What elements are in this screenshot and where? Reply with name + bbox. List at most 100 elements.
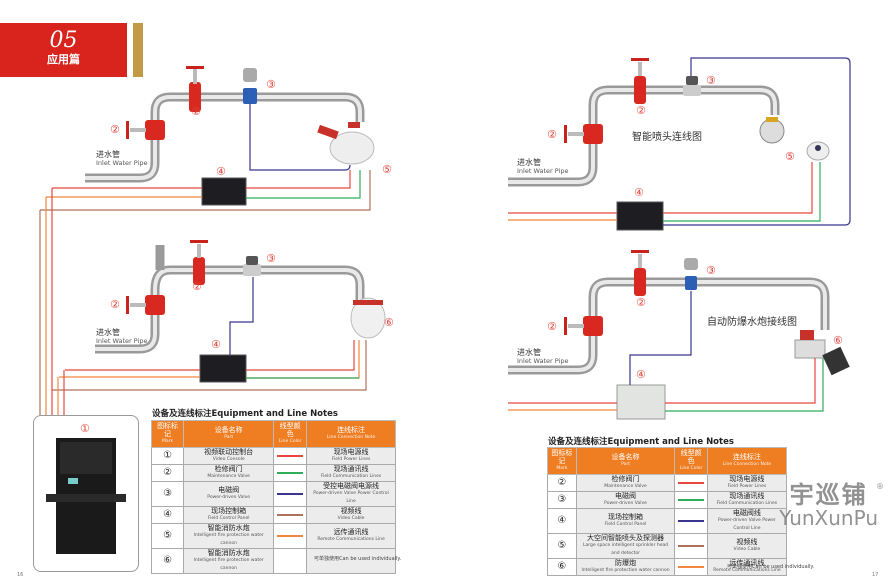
right-top-diagram [508, 57, 851, 231]
line-color-cell [273, 523, 308, 549]
mark-solenoid-valve: ③ [706, 74, 716, 87]
equipment-notes-title: 设备及连线标注Equipment and Line Notes [152, 409, 338, 419]
maintenance-valve-icon [631, 58, 649, 104]
control-panel-icon [201, 177, 247, 206]
mark-maintenance-valve: ② [547, 320, 557, 333]
line-color-swatch [678, 499, 705, 501]
mark-maintenance-valve: ② [192, 280, 202, 293]
mark-video-console: ① [80, 422, 90, 435]
line-color-cell [674, 533, 708, 559]
mark-maintenance-valve: ② [636, 296, 646, 309]
mark-control-panel: ④ [636, 368, 646, 381]
mark-cell: ② [547, 474, 577, 492]
equipment-notes-title: 设备及连线标注Equipment and Line Notes [548, 437, 734, 447]
line-color-swatch [678, 545, 705, 547]
left-bottom-diagram [39, 188, 386, 415]
mark-control-panel: ④ [216, 165, 226, 178]
explosion-proof-cannon-icon [794, 330, 850, 376]
table-footnote: 可单独使用Can be used individually. [314, 556, 402, 562]
solenoid-valve-icon [243, 256, 261, 276]
mark-control-panel: ④ [634, 186, 644, 199]
line-color-cell [674, 491, 708, 509]
line-color-swatch [277, 493, 304, 495]
mark-maintenance-valve: ② [547, 128, 557, 141]
mark-sprinkler-detector: ⑤ [785, 150, 795, 163]
water-cannon-icon [350, 297, 386, 339]
chapter-number: 05 [49, 28, 78, 53]
solenoid-valve-icon [243, 68, 257, 104]
mark-maintenance-valve: ② [110, 298, 120, 311]
detector-icon [806, 141, 830, 161]
maintenance-valve-icon [126, 295, 165, 315]
mark-cell: ① [150, 447, 185, 465]
line-color-swatch [678, 566, 705, 568]
line-color-cell [273, 506, 308, 524]
chapter-accent-bar [133, 23, 143, 77]
control-panel-icon [199, 354, 247, 383]
solenoid-valve-icon [683, 76, 701, 96]
line-color-cell [674, 508, 708, 534]
video-console-card: ① [33, 415, 139, 572]
diagram-title: 自动防爆水炮接线图 [707, 317, 797, 328]
line-note-cell [306, 548, 396, 574]
line-color-cell [273, 464, 308, 482]
maintenance-valve-icon [564, 316, 603, 336]
line-color-cell [273, 481, 308, 507]
diagram-title: 智能喷头连线图 [632, 132, 702, 143]
table-footnote: 可单独使用Can be used individually. [727, 564, 815, 570]
mark-maintenance-valve: ② [636, 104, 646, 117]
mark-explosion-proof-cannon: ⑥ [833, 334, 843, 347]
maintenance-valve-icon [186, 66, 204, 112]
line-color-swatch [277, 514, 304, 516]
left-top-diagram [40, 66, 375, 211]
mark-water-cannon: ⑥ [384, 316, 394, 329]
mark-maintenance-valve: ② [110, 123, 120, 136]
mark-cell: ④ [547, 508, 577, 534]
brand-watermark: 宇巡铺 YunXunPu ® [779, 481, 884, 530]
sprinkler-head-icon [759, 117, 785, 144]
page-number-right: 17 [872, 572, 879, 578]
maintenance-valve-icon [190, 240, 208, 285]
line-color-cell [273, 447, 308, 465]
chapter-title: 应用篇 [47, 53, 80, 66]
right-bottom-diagram [508, 250, 850, 420]
mark-maintenance-valve: ② [191, 105, 201, 118]
mark-water-cannon: ⑤ [382, 163, 392, 176]
